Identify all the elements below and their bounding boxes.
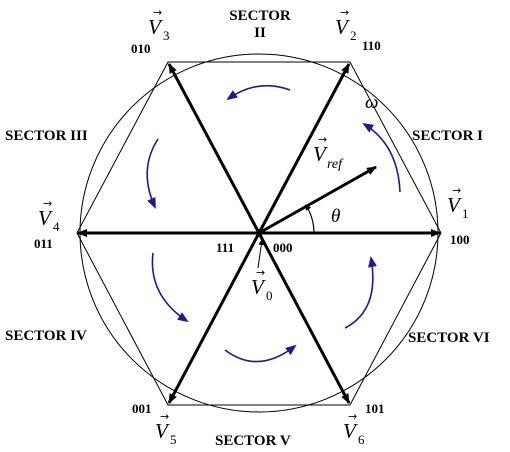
- omega-symbol: ω: [365, 92, 378, 113]
- svg-text:V: V: [251, 275, 266, 299]
- svg-text:4: 4: [53, 219, 60, 234]
- theta-angle-arc: [305, 204, 315, 234]
- svg-text:0: 0: [266, 288, 273, 303]
- zero-code-000: 000: [273, 240, 293, 255]
- svg-text:→: →: [43, 197, 52, 210]
- rotation-arrow-sector-6: [344, 256, 377, 329]
- v1-code: 100: [450, 232, 470, 247]
- svg-text:→: →: [160, 410, 169, 423]
- svg-text:5: 5: [170, 432, 177, 447]
- svg-text:1: 1: [462, 206, 469, 221]
- sector-ii-label-line1: SECTOR: [229, 8, 291, 24]
- vector-v6-label: → V 6: [343, 410, 365, 447]
- v6-code: 101: [365, 401, 385, 416]
- rotation-arrow-sector-1: [362, 122, 401, 193]
- zero-code-111: 111: [216, 240, 234, 255]
- vector-v3-label: → V 3: [148, 6, 170, 43]
- rotation-arrow-sector-2: [226, 84, 291, 101]
- v3-code: 010: [131, 41, 151, 56]
- vector-vref-arrow: [258, 165, 377, 235]
- svg-text:→: →: [348, 410, 357, 423]
- sector-i-label: SECTOR I: [412, 128, 483, 144]
- svg-text:V: V: [313, 142, 328, 166]
- sector-iii-label: SECTOR III: [5, 128, 88, 144]
- vector-v5-arrow: [167, 232, 261, 404]
- vector-v5-label: → V 5: [155, 410, 177, 447]
- svg-text:V: V: [343, 419, 358, 443]
- v5-code: 001: [132, 401, 152, 416]
- sector-v-label: SECTOR V: [215, 433, 291, 449]
- v2-code: 110: [362, 38, 381, 53]
- vector-v3-arrow: [167, 63, 261, 234]
- rotation-arrow-sector-4: [151, 252, 189, 323]
- rotation-arrow-sector-5: [224, 344, 297, 363]
- zero-vector-pointer: [257, 239, 265, 269]
- sector-ii-label-line2: II: [254, 25, 266, 41]
- sector-vi-label: SECTOR VI: [408, 330, 490, 346]
- vector-v6-arrow: [257, 232, 351, 404]
- vector-v1-label: → V 1: [447, 184, 469, 221]
- svg-text:V: V: [155, 419, 170, 443]
- svg-text:ref: ref: [327, 157, 344, 172]
- rotation-arrow-sector-3: [146, 138, 159, 209]
- vector-v2-arrow: [257, 63, 351, 234]
- svg-text:→: →: [256, 266, 265, 279]
- sector-iv-label: SECTOR IV: [5, 328, 87, 344]
- svg-text:V: V: [148, 15, 163, 39]
- theta-symbol: θ: [331, 206, 340, 227]
- svg-text:→: →: [340, 6, 349, 19]
- svg-text:V: V: [335, 15, 350, 39]
- svg-text:V: V: [38, 206, 53, 230]
- svg-text:→: →: [318, 133, 327, 146]
- svg-text:6: 6: [358, 432, 365, 447]
- vector-v2-label: → V 2: [335, 6, 357, 43]
- v4-code: 011: [34, 236, 53, 251]
- svg-text:3: 3: [163, 28, 170, 43]
- svg-text:→: →: [153, 6, 162, 19]
- svg-text:2: 2: [350, 28, 357, 43]
- vector-vref-label: → V ref: [313, 133, 344, 172]
- svg-text:V: V: [447, 193, 462, 217]
- vector-v0-label: → V 0: [251, 266, 273, 303]
- svg-text:→: →: [452, 184, 461, 197]
- vector-v4-label: → V 4: [38, 197, 60, 234]
